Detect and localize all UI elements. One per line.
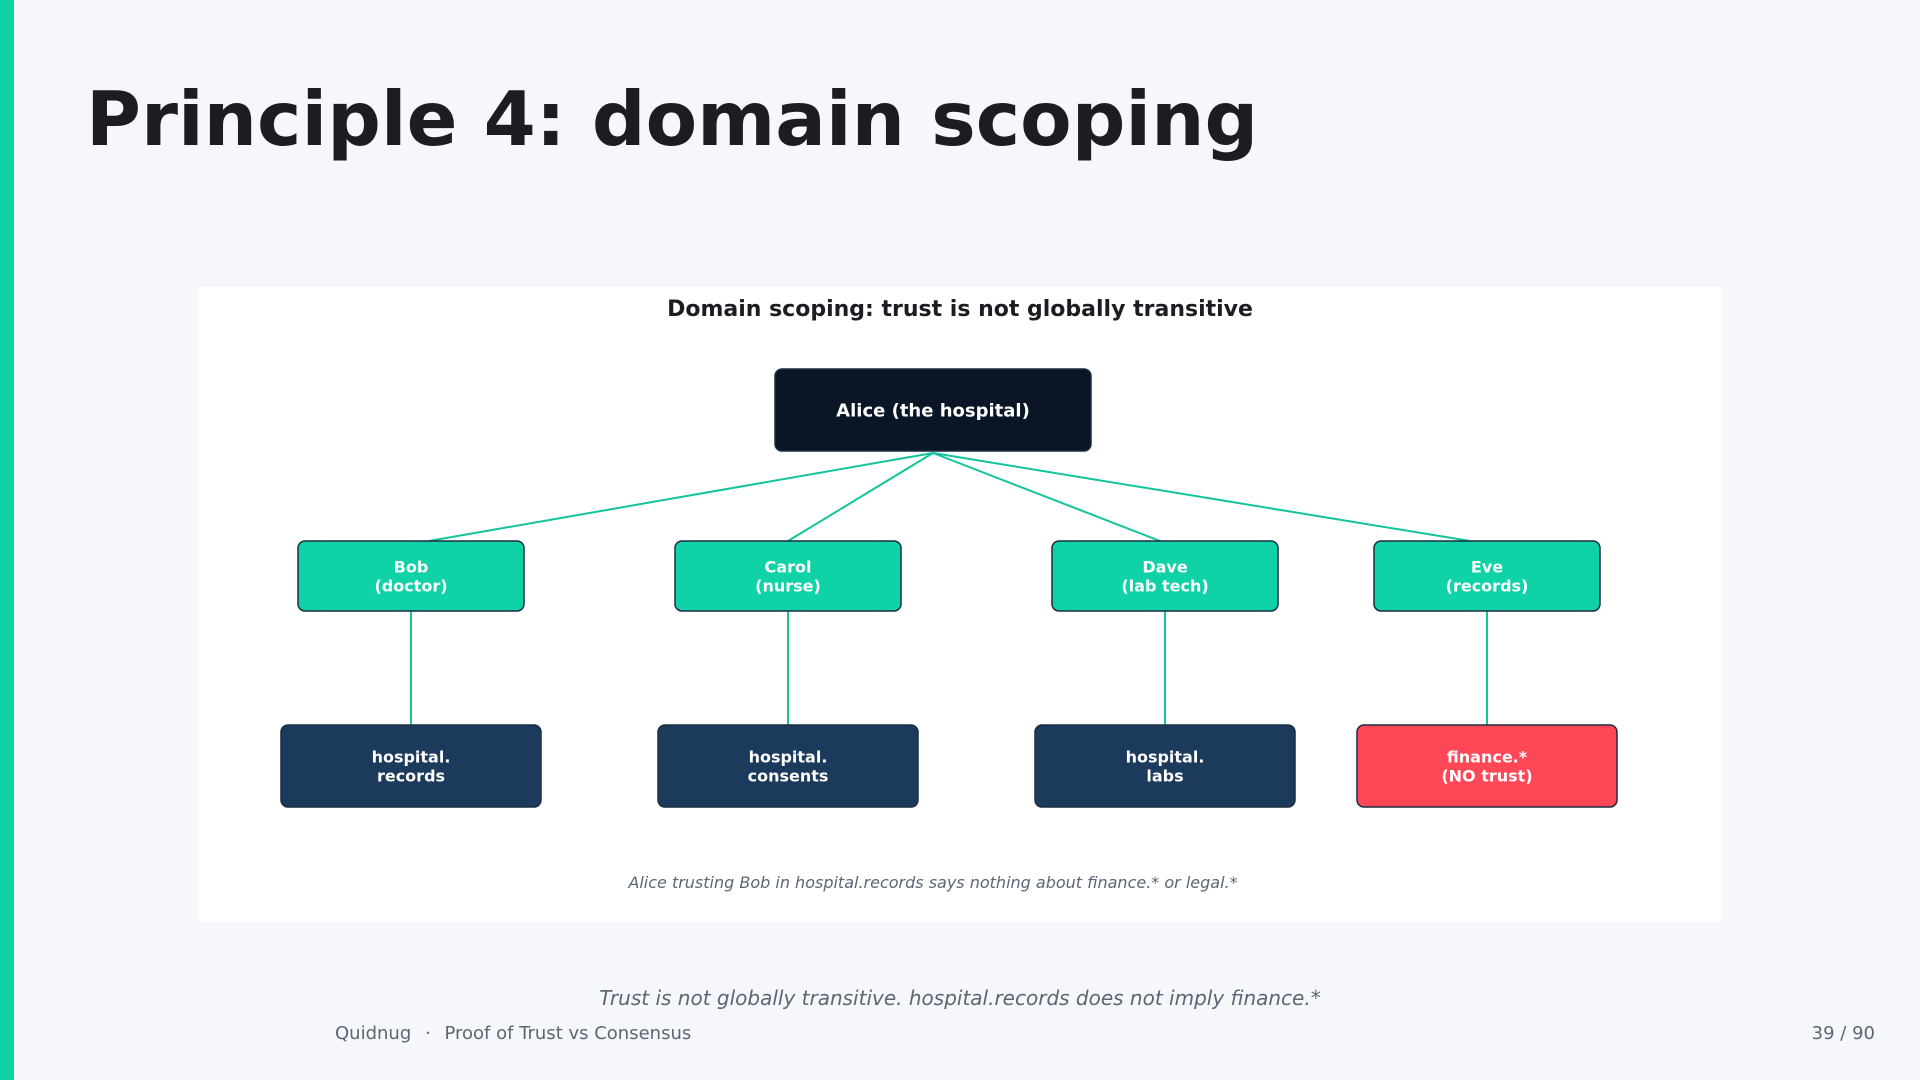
footer-brand: Quidnug — [335, 1023, 412, 1044]
domain-node-label-line: labs — [1146, 766, 1183, 785]
person-node-label-line: (records) — [1446, 576, 1529, 595]
trust-edge-root-to-person — [787, 452, 934, 542]
root-node-alice-label-line: Alice (the hospital) — [836, 400, 1030, 421]
domain-node-box — [1034, 724, 1296, 808]
page-number: 39 / 90 — [1811, 1023, 1875, 1044]
person-node-box — [1051, 540, 1279, 612]
person-node: Eve(records) — [1373, 540, 1601, 612]
domain-node: hospital.records — [280, 724, 542, 808]
root-node-alice-box — [774, 368, 1092, 452]
person-node-label-line: Dave — [1142, 557, 1188, 576]
domain-node-label-line: hospital. — [1126, 747, 1205, 766]
root-node-alice: Alice (the hospital) — [774, 368, 1092, 452]
denied-domain-node-label-line: finance.* — [1447, 747, 1528, 766]
slide-title: Principle 4: domain scoping — [86, 75, 1259, 163]
denied-domain-node: finance.*(NO trust) — [1356, 724, 1618, 808]
person-node-box — [674, 540, 902, 612]
footer: Quidnug · Proof of Trust vs Consensus — [335, 1023, 691, 1044]
domain-node: hospital.consents — [657, 724, 919, 808]
domain-node: hospital.labs — [1034, 724, 1296, 808]
slide-caption: Trust is not globally transitive. hospit… — [599, 986, 1321, 1010]
person-node: Dave(lab tech) — [1051, 540, 1279, 612]
diagram-nodes: Alice (the hospital) Bob(doctor) Carol(nur… — [280, 368, 1618, 808]
footer-separator: · — [424, 1023, 431, 1044]
diagram-figure: Domain scoping: trust is not globally tr… — [198, 287, 1722, 922]
trust-edge-root-to-person — [428, 452, 934, 542]
person-node-label-line: (doctor) — [374, 576, 447, 595]
domain-node-label-line: hospital. — [372, 747, 451, 766]
footer-deck-title: Proof of Trust vs Consensus — [444, 1023, 692, 1044]
person-node-label-line: (lab tech) — [1121, 576, 1208, 595]
domain-node-label-line: records — [377, 766, 445, 785]
diagram-title: Domain scoping: trust is not globally tr… — [667, 297, 1253, 322]
person-node: Carol(nurse) — [674, 540, 902, 612]
person-node: Bob(doctor) — [297, 540, 525, 612]
person-node-label-line: Carol — [765, 557, 812, 576]
person-node-box — [1373, 540, 1601, 612]
domain-node-label-line: consents — [748, 766, 829, 785]
domain-node-label-line: hospital. — [749, 747, 828, 766]
trust-edges — [410, 452, 1488, 725]
person-node-label-line: (nurse) — [755, 576, 821, 595]
person-node-label-line: Eve — [1471, 557, 1503, 576]
accent-bar — [0, 0, 14, 1080]
trust-edge-root-to-person — [932, 452, 1161, 542]
trust-edge-root-to-person — [932, 452, 1471, 542]
domain-node-box — [657, 724, 919, 808]
denied-domain-node-label-line: (NO trust) — [1441, 766, 1532, 785]
diagram-note: Alice trusting Bob in hospital.records s… — [627, 873, 1237, 892]
domain-node-box — [280, 724, 542, 808]
person-node-label-line: Bob — [394, 557, 429, 576]
person-node-box — [297, 540, 525, 612]
trust-tree-diagram: Domain scoping: trust is not globally tr… — [280, 297, 1618, 892]
denied-domain-node-box — [1356, 724, 1618, 808]
